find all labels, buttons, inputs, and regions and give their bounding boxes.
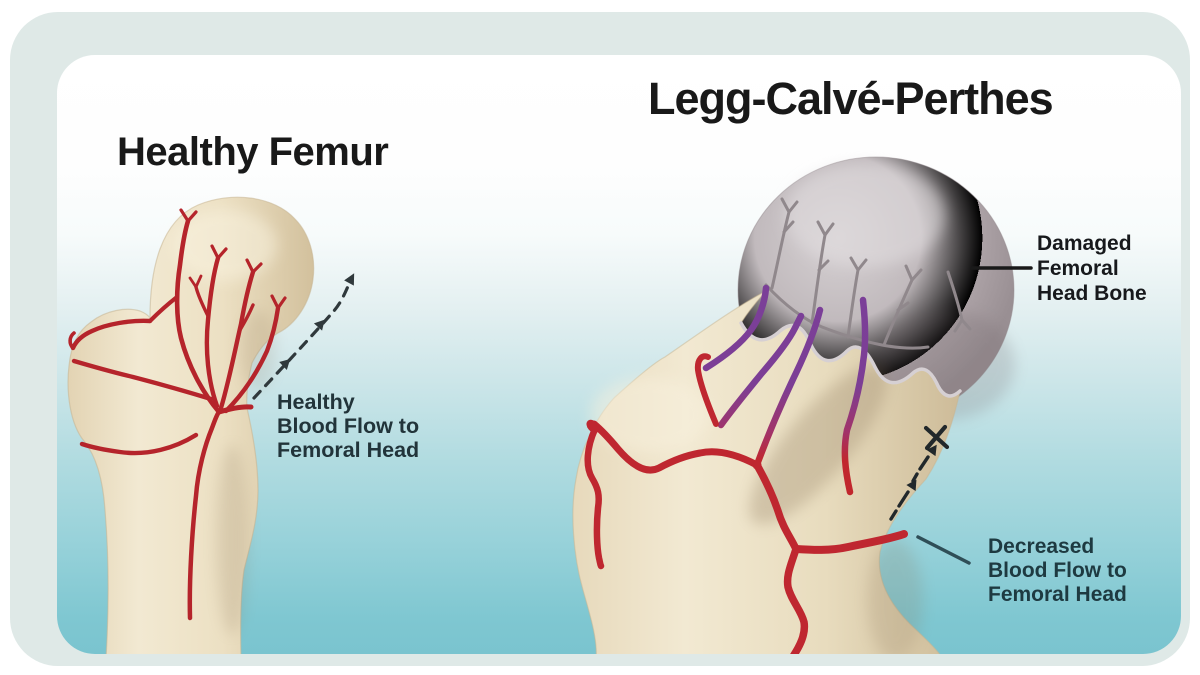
severed-artery: [792, 530, 908, 554]
label-line: Healthy: [277, 390, 355, 414]
blocked-vessel-4: [841, 296, 869, 496]
blocked-vessels: [702, 284, 869, 496]
mid-left-branch: [71, 358, 214, 402]
arrow-dash: [911, 472, 919, 483]
label-line: Femoral Head: [277, 438, 420, 462]
arrowhead-icon: [313, 319, 325, 331]
label-line: Blood Flow to: [988, 559, 1127, 582]
x-icon: [923, 424, 950, 451]
bone-neck-shadow: [240, 310, 276, 390]
arrowhead-icon: [926, 444, 937, 457]
saddle-connector: [147, 294, 180, 324]
decreased-flow-label: Decreased Blood Flow to Femoral Head: [988, 535, 1127, 607]
arrowhead-icon: [279, 359, 291, 370]
branch-2-fork: [210, 244, 228, 260]
perthes-femur-illustration: [572, 156, 1033, 654]
branch-4-fork: [270, 294, 287, 310]
perthes-title: Legg-Calvé-Perthes: [648, 73, 1054, 124]
arrow-dash: [889, 509, 898, 521]
head-highlight: [785, 163, 945, 267]
healthy-blood-vessels: [68, 208, 287, 621]
label-line: Femoral: [1037, 257, 1119, 280]
shaft-shadow: [867, 540, 923, 654]
artery-junction-trunk: [753, 461, 800, 553]
dead-branch-1-fork: [780, 197, 799, 234]
artery-stub: [216, 404, 254, 415]
bone-highlight: [173, 209, 277, 281]
branch-1-fork: [179, 208, 198, 223]
perthes-blood-vessels: [584, 353, 908, 654]
dead-branch-3: [846, 268, 860, 339]
dead-branch-2: [810, 233, 827, 325]
healthy-femur-illustration: [67, 196, 355, 654]
healthy-flow-label: Healthy Blood Flow to Femoral Head: [277, 390, 419, 462]
branch-3-fork: [245, 258, 263, 274]
arrow-shaft: [918, 455, 930, 471]
healthy-femur-title: Healthy Femur: [117, 130, 389, 174]
damaged-head-label: Damaged Femoral Head Bone: [1037, 231, 1147, 306]
low-left-branch: [79, 432, 199, 456]
descending-trunk: [783, 545, 809, 654]
dead-branch-1: [770, 210, 791, 290]
label-line: Blood Flow to: [277, 414, 420, 438]
trochanter-highlight: [590, 377, 710, 453]
neck-branch-2: [204, 255, 221, 409]
hook-curl: [68, 331, 76, 350]
blocked-vessel-2: [717, 312, 805, 429]
decreased-flow-arrows: [889, 424, 950, 521]
dead-branch-5-fork: [953, 318, 972, 333]
blocked-vessel-1: [702, 284, 770, 372]
upper-left-artery: [590, 420, 761, 474]
illustration-panel: [57, 55, 1181, 654]
twig-1-fork: [188, 274, 203, 289]
trochanter-hook-branch: [70, 318, 153, 351]
healthy-flow-arrow: [252, 273, 355, 400]
neck-branch-4: [223, 305, 281, 414]
dead-branch-3-fork: [849, 256, 868, 272]
femur-comparison-illustration: [67, 156, 1033, 654]
head-twig-1: [194, 285, 210, 318]
artery-junction: [752, 460, 762, 470]
dead-branch-4-fork: [896, 264, 923, 312]
main-artery-trunk: [187, 409, 222, 621]
blocked-vessel-3: [754, 306, 824, 466]
dashed-arrow-path: [252, 282, 351, 400]
arrowhead-icon: [906, 479, 917, 491]
dead-vessels-on-head: [764, 197, 972, 350]
label-line: Decreased: [988, 535, 1095, 558]
lower-left-artery: [584, 425, 605, 570]
label-line: Femoral Head: [988, 583, 1127, 606]
dead-branch-5: [946, 270, 964, 322]
healthy-femur-bone: [67, 196, 315, 654]
arrowhead-icon: [344, 273, 355, 286]
cartilage-scallop-edge: [739, 321, 962, 398]
bone-shaft-shadow: [216, 445, 248, 635]
dead-branch-2-fork: [816, 220, 835, 272]
label-line: Head Bone: [1037, 282, 1147, 305]
arrow-shaft: [897, 490, 910, 508]
head-twig-2: [238, 303, 255, 332]
decreased-label-leader: [916, 535, 971, 565]
neck-branch-1: [174, 218, 222, 415]
label-line: Damaged: [1037, 232, 1132, 255]
neck-branch-3: [218, 269, 256, 411]
artery-curl: [694, 353, 719, 427]
